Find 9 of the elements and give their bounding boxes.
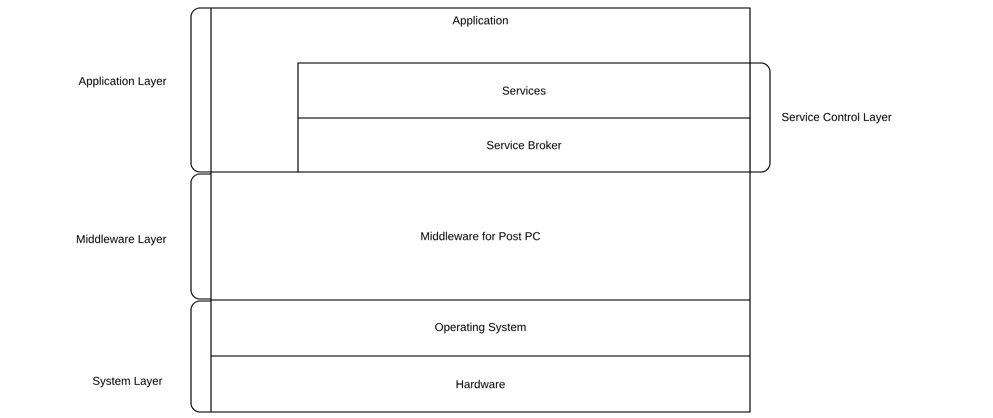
layer-label: Middleware Layer — [76, 234, 166, 246]
inner-box: Service Broker — [297, 117, 751, 173]
layer-label: System Layer — [92, 376, 162, 388]
layer-box: Operating System — [210, 299, 751, 357]
layer-box: Middleware for Post PC — [210, 171, 751, 301]
layer-label: Service Control Layer — [782, 112, 892, 124]
inner-box: Services — [297, 62, 751, 119]
layer-box: Hardware — [210, 355, 751, 413]
layer-label: Application Layer — [78, 76, 166, 88]
